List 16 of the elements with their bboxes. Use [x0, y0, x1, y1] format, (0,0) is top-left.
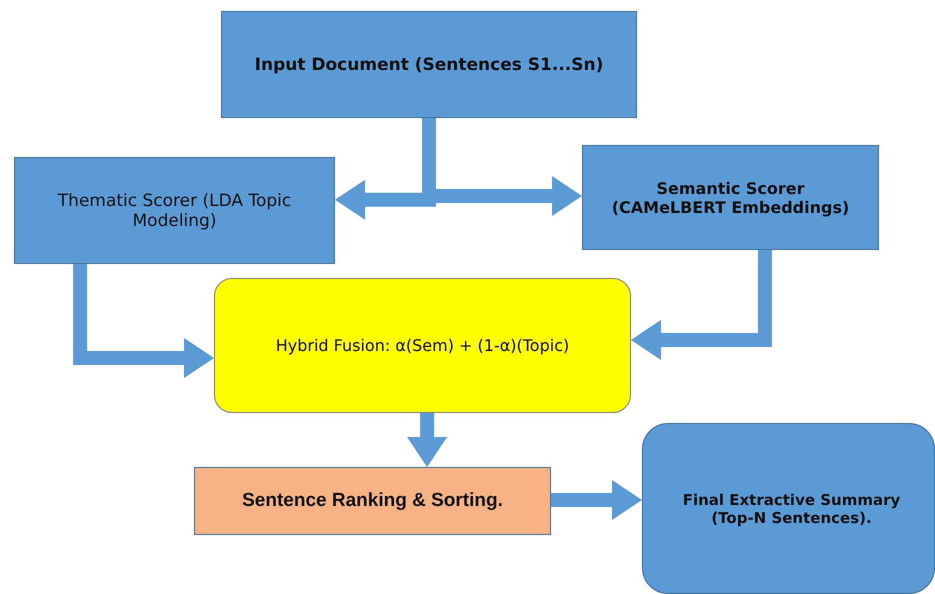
box-label: Sentence Ranking & Sorting. [242, 490, 503, 512]
box-label: Semantic Scorer (CAMeLBERT Embeddings) [610, 178, 850, 216]
block-arrow [407, 413, 448, 467]
ranking-box [194, 467, 551, 535]
process-box [221, 11, 637, 118]
fusion-box [214, 278, 631, 413]
box-label: Final Extractive Summary (Top-N Sentences). [682, 490, 902, 526]
box-label: Thematic Scorer (LDA Topic Modeling) [56, 190, 292, 230]
process-box [14, 157, 335, 264]
block-arrow [631, 250, 772, 360]
block-arrow [551, 480, 642, 520]
box-label: Hybrid Fusion: α(Sem) + (1-α)(Topic) [276, 336, 570, 355]
box-label: Input Document (Sentences S1...Sn) [254, 54, 604, 74]
process-box [582, 145, 879, 250]
output-box [642, 423, 935, 594]
block-arrow [73, 264, 214, 378]
